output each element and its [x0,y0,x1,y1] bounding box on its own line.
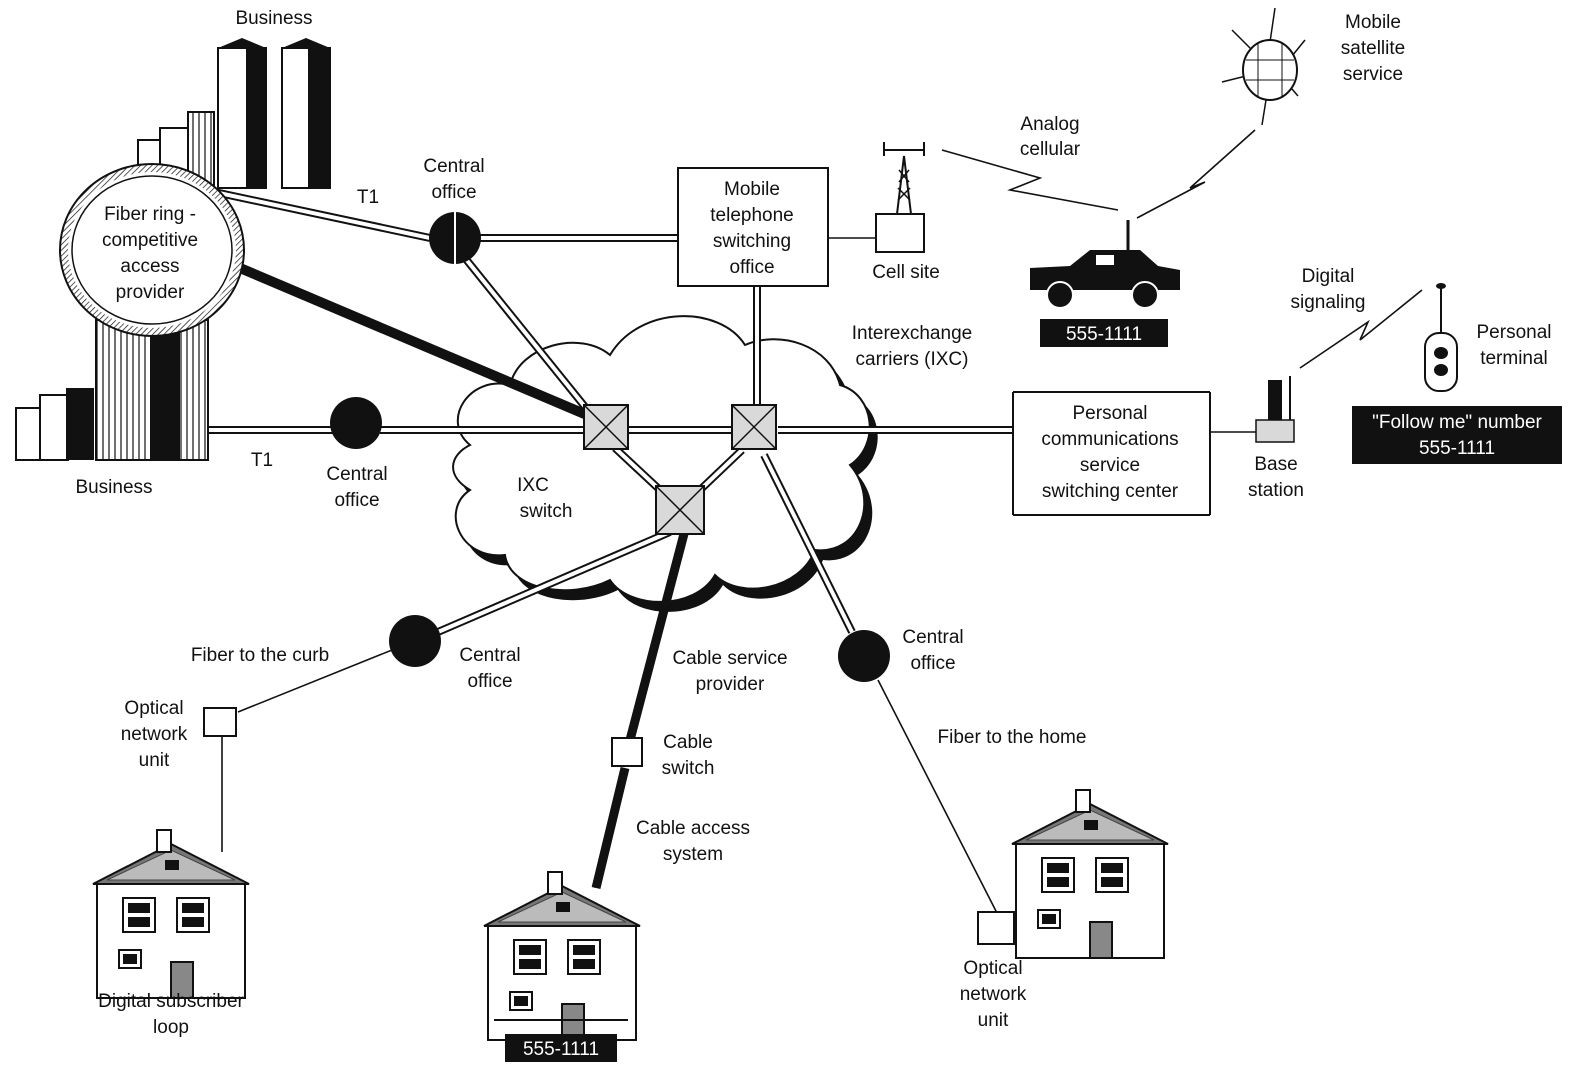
cable-access-label-2: system [663,844,723,865]
satellite-icon [1221,7,1306,126]
t1-top-label: T1 [357,187,379,208]
central-office-br-label-1: Central [902,627,963,648]
base-station-label-1: Base [1254,454,1297,475]
pcs-center-box [1012,391,1211,516]
business-top-icon [137,38,331,201]
pcs-label-3: service [1080,455,1140,476]
base-station-icon [1255,376,1295,443]
onu-left-label-1: Optical [124,698,183,719]
base-station-label-2: station [1248,480,1304,501]
cable-access-label-1: Cable access [636,818,750,839]
house-fiber-home [1011,789,1169,959]
fiber-ring-label-1: Fiber ring - [104,204,196,225]
central-office-bl-label-2: office [467,671,512,692]
pcs-label-4: switching center [1042,481,1179,502]
ixc-cloud [452,315,878,612]
central-office-left-label-2: office [334,490,379,511]
business-top-label: Business [235,8,312,29]
satellite-label-1: Mobile [1345,12,1401,33]
central-office-top-label-2: office [431,182,476,203]
house-number-label: 555-1111 [523,1039,599,1060]
dsl-label-1: Digital subscriber [98,991,244,1012]
central-office-left-label-1: Central [326,464,387,485]
central-office-bottom-left-node [389,615,441,667]
central-office-bl-label-1: Central [459,645,520,666]
satellite-label-3: service [1343,64,1403,85]
mtso-label-4: office [729,257,774,278]
pcs-label-2: communications [1041,429,1178,450]
central-office-top-node [429,212,481,264]
cell-site-label: Cell site [872,262,940,283]
onu-right-label-3: unit [978,1010,1009,1031]
house-cable [483,871,641,1041]
follow-me-label-1: "Follow me" number [1372,412,1542,433]
central-office-bottom-right-node [838,630,890,682]
ixc-switch-1 [583,404,629,450]
digital-signaling-label-2: signaling [1291,292,1366,313]
fiber-ring-label-3: access [120,256,179,277]
car-icon [1030,220,1180,309]
ixc-switch-3 [655,485,705,535]
ixc-switch-label-1: IXC [517,475,549,496]
analog-cellular-label-2: cellular [1020,139,1081,160]
onu-right-label-1: Optical [963,958,1022,979]
mtso-box [677,167,829,287]
house-number-box [505,1034,617,1062]
follow-me-label-2: 555-1111 [1419,438,1495,459]
analog-cellular-label-1: Analog [1020,114,1079,135]
personal-terminal-label-1: Personal [1477,322,1552,343]
personal-terminal-label-2: terminal [1480,348,1548,369]
business-bottom-label: Business [75,477,152,498]
cable-provider-label-1: Cable service [672,648,787,669]
onu-left-label-3: unit [139,750,170,771]
central-office-top-label-1: Central [423,156,484,177]
mtso-label-1: Mobile [724,179,780,200]
ixc-label-2: carriers (IXC) [856,349,969,370]
cable-switch-box [611,737,643,767]
labels: Business Business Fiber ring - competiti… [75,8,1551,1060]
fiber-to-home-label: Fiber to the home [938,727,1087,748]
fiber-ring-label-2: competitive [102,230,198,251]
cell-tower-icon [875,142,925,253]
follow-me-box [1352,406,1562,464]
cable-provider-label-2: provider [696,674,765,695]
satellite-label-2: satellite [1341,38,1405,59]
digital-signaling-label-1: Digital [1302,266,1355,287]
fiber-to-curb-label: Fiber to the curb [191,645,329,666]
onu-left-box [203,707,237,737]
onu-right-label-2: network [960,984,1027,1005]
mtso-label-3: switching [713,231,791,252]
connections [204,129,1423,916]
dsl-label-2: loop [153,1017,189,1038]
onu-right-box [977,911,1015,945]
mtso-label-2: telephone [710,205,793,226]
ixc-switch-2 [731,404,777,450]
fiber-ring-node [59,163,245,337]
pcs-label-1: Personal [1073,403,1148,424]
house-dsl [92,829,250,999]
fiber-ring-label-4: provider [116,282,185,303]
ixc-label-1: Interexchange [852,323,972,344]
personal-terminal-icon [1424,283,1458,392]
onu-left-label-2: network [121,724,188,745]
cable-switch-label-1: Cable [663,732,713,753]
car-number-label: 555-1111 [1066,324,1142,345]
central-office-br-label-2: office [910,653,955,674]
cable-switch-label-2: switch [662,758,715,779]
t1-bottom-label: T1 [251,450,273,471]
car-number-box [1040,319,1168,347]
central-office-left-node [330,397,382,449]
ixc-switch-label-2: switch [520,501,573,522]
business-bottom-icon [15,308,209,461]
